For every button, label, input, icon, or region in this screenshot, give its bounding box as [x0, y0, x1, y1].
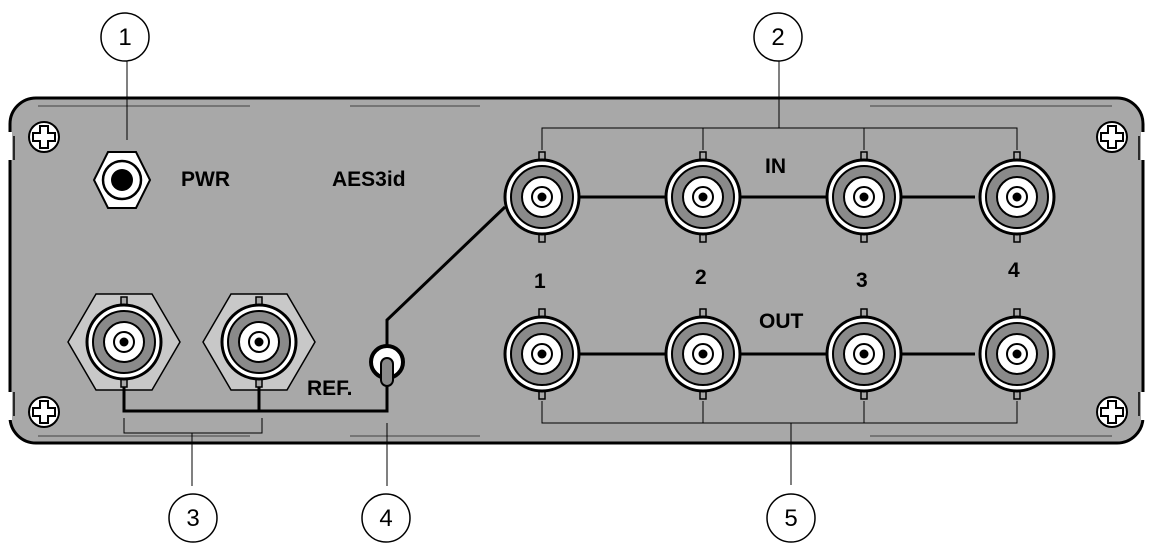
svg-text:2: 2	[771, 24, 784, 51]
panel-body	[8, 96, 1145, 445]
model-label: AES3id	[332, 168, 406, 191]
screw-top-right	[1096, 121, 1128, 153]
pwr-label: PWR	[181, 168, 230, 191]
channel-number-2: 2	[695, 266, 707, 289]
out-label: OUT	[759, 310, 804, 333]
svg-text:3: 3	[186, 505, 199, 532]
ref-to-in-line	[385, 205, 507, 346]
callout-3: 3	[168, 493, 218, 543]
ref-termination-switch	[369, 344, 405, 387]
channel-number-1: 1	[534, 270, 546, 293]
callout-5: 5	[766, 493, 816, 543]
svg-text:4: 4	[379, 505, 392, 532]
svg-text:1: 1	[118, 24, 131, 51]
channel-number-4: 4	[1008, 259, 1020, 282]
channel-number-3: 3	[856, 269, 868, 292]
screw-bottom-left	[28, 396, 60, 428]
callout-4: 4	[361, 493, 411, 543]
callout-2: 2	[753, 12, 803, 62]
screw-top-left	[28, 121, 60, 153]
ref-label: REF.	[307, 377, 353, 400]
screw-bottom-right	[1096, 396, 1128, 428]
leader-lines	[123, 60, 1018, 486]
in-label: IN	[765, 155, 786, 178]
svg-text:5: 5	[784, 505, 797, 532]
callout-1: 1	[100, 12, 150, 62]
ref-loop-line	[122, 386, 389, 413]
power-connector	[92, 151, 152, 209]
